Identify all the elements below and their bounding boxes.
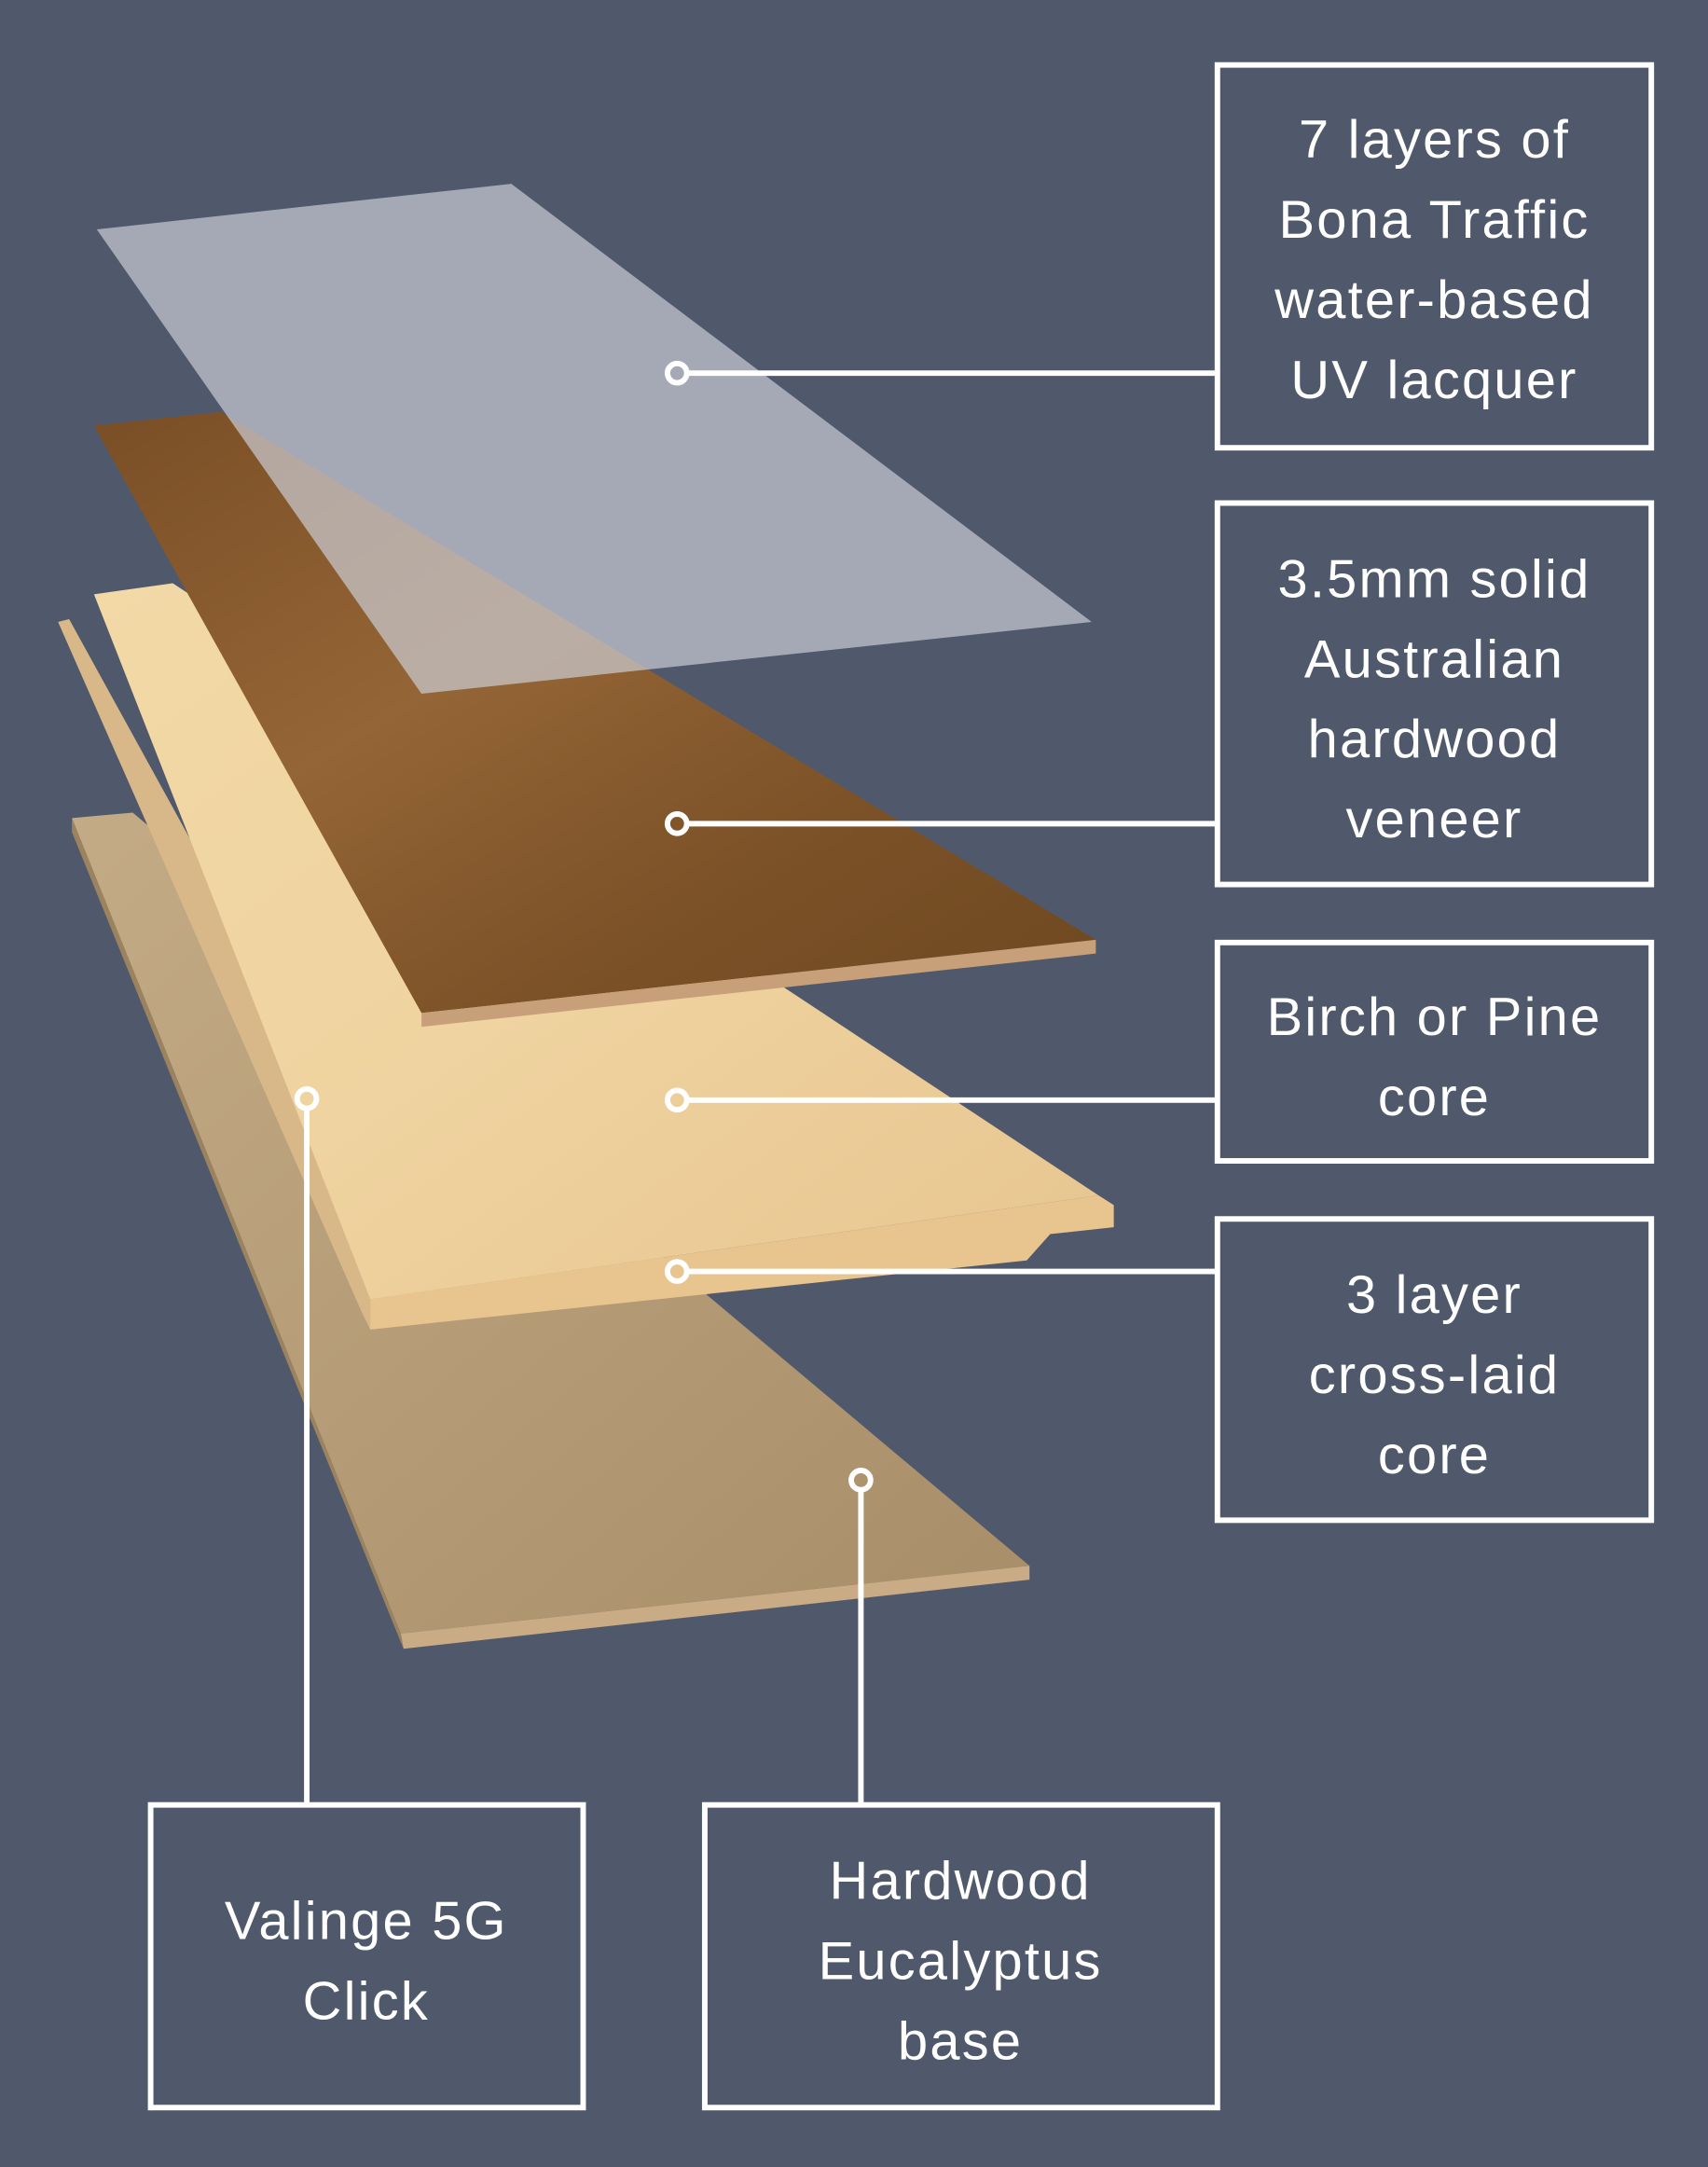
svg-text:Australian: Australian [1304,629,1564,689]
core-marker [664,1087,690,1113]
uv-lacquer-layer [96,184,1092,695]
svg-text:cross-laid: cross-laid [1309,1346,1561,1405]
callout-dots [294,360,874,1493]
svg-text:Hardwood: Hardwood [830,1851,1092,1911]
svg-text:UV lacquer: UV lacquer [1290,351,1577,410]
svg-text:7 layers of: 7 layers of [1299,110,1570,170]
svg-text:Birch or Pine: Birch or Pine [1267,987,1603,1047]
svg-text:Eucalyptus: Eucalyptus [819,1931,1103,1991]
label-veneer: 3.5mm solid Australian hardwood veneer [1214,500,1655,888]
svg-text:hardwood: hardwood [1308,710,1562,769]
svg-text:Click: Click [303,1971,430,2031]
svg-text:veneer: veneer [1345,790,1522,849]
callout-lines [304,370,1217,1805]
label-cross-laid: 3 layer cross-laid core [1214,1216,1655,1524]
lacquer-marker [664,360,690,386]
veneer-marker [664,811,690,836]
label-base: Hardwood Eucalyptus base [701,1801,1220,2111]
base-marker [848,1468,874,1493]
svg-text:water-based: water-based [1274,270,1594,330]
svg-text:3.5mm solid: 3.5mm solid [1277,549,1591,609]
label-click: Valinge 5G Click [147,1801,586,2111]
svg-text:Valinge 5G: Valinge 5G [225,1891,508,1951]
svg-text:core: core [1378,1068,1491,1127]
svg-text:3 layer: 3 layer [1346,1265,1522,1325]
svg-text:base: base [898,2011,1023,2071]
svg-text:Bona Traffic: Bona Traffic [1278,190,1590,250]
svg-text:core: core [1378,1426,1491,1485]
label-core: Birch or Pine core [1214,939,1655,1164]
click-marker [294,1085,320,1111]
cross-laid-marker [664,1259,690,1284]
label-lacquer: 7 layers of Bona Traffic water-based UV … [1214,62,1655,451]
